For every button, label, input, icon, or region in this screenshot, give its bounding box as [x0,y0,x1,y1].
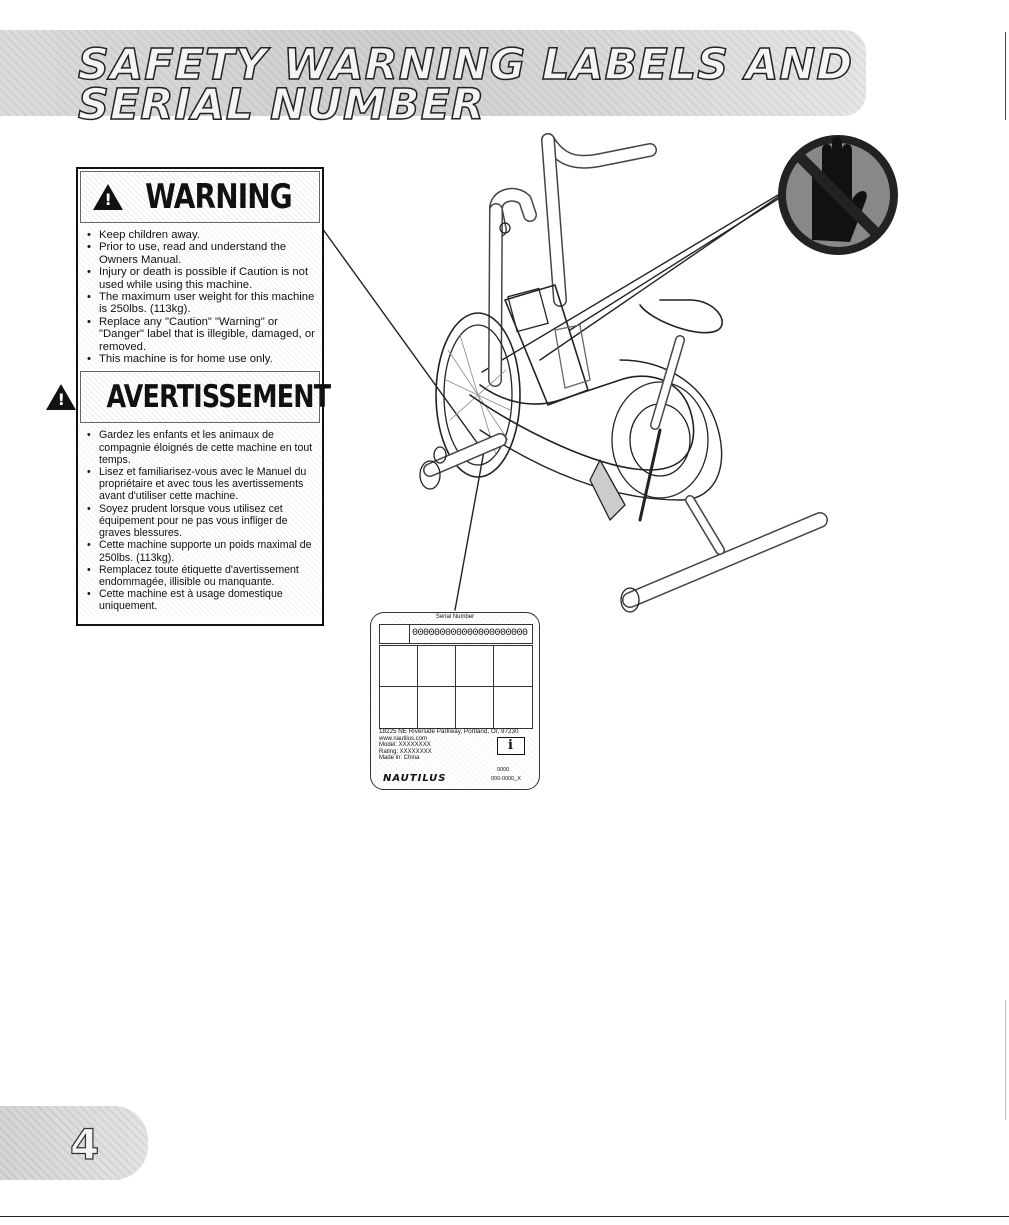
list-item: Soyez prudent lorsque vous utilisez cet … [86,503,316,540]
warning-label: WARNING Keep children away. Prior to use… [45,167,331,626]
page-edge-rule-lower [1005,1000,1006,1120]
serial-number-value: 000000000000000000000 [412,628,528,639]
label-code-bottom: 000-0000_X [491,776,521,782]
serial-number-label: Serial Number 000000000000000000000 1822… [370,612,540,790]
manufacturer-info: 18225 NE Riverside Parkway, Portland, Or… [379,728,519,762]
serial-label-grid [379,645,533,729]
warning-triangle-icon [45,384,76,411]
list-item: Gardez les enfants et les animaux de com… [86,429,316,466]
made-in-value: Made in: China [379,755,420,762]
page-number-tab: 4 [0,1106,148,1180]
list-item: Cette machine est à usage domestique uni… [86,588,316,612]
page-bottom-rule [0,1216,1009,1217]
warning-heading: WARNING [80,171,320,223]
address: 18225 NE Riverside Parkway, Portland, Or… [379,728,519,735]
list-item: Remplacez toute étiquette d'avertissemen… [86,564,316,588]
no-hands-icon [778,135,898,255]
list-item: Keep children away. [86,229,316,242]
page-title-line-1: SAFETY WARNING LABELS AND [77,39,854,91]
page-edge-rule [1005,32,1006,120]
list-item: Injury or death is possible if Caution i… [86,266,316,291]
list-item: The maximum user weight for this machine… [86,291,316,316]
avertissement-heading: AVERTISSEMENT [45,371,331,424]
rating-value: Rating: XXXXXXXX [379,748,432,755]
header-banner [0,30,866,116]
french-warning-list: Gardez les enfants et les animaux de com… [78,425,322,617]
list-item: Lisez et familiarisez-vous avec le Manue… [86,466,316,503]
page-title-line-2: SERIAL NUMBER [77,79,486,131]
serial-number-box [380,625,410,643]
warning-triangle-icon [92,184,123,210]
website: www.nautilus.com [379,735,428,742]
list-item: Replace any "Caution" "Warning" or "Dang… [86,316,316,353]
list-item: Prior to use, read and understand the Ow… [86,241,316,266]
label-code-top: 0000 [497,767,510,773]
manual-info-icon [497,737,525,755]
serial-number-row: 000000000000000000000 [379,624,533,644]
list-item: This machine is for home use only. [86,353,316,366]
english-warning-list: Keep children away. Prior to use, read a… [78,225,322,370]
model-value: Model: XXXXXXXX [379,742,431,749]
serial-number-title: Serial Number [435,614,475,620]
list-item: Cette machine supporte un poids maximal … [86,539,316,563]
page-number: 4 [69,1119,100,1169]
brand-logo: NAUTILUS [383,773,447,784]
